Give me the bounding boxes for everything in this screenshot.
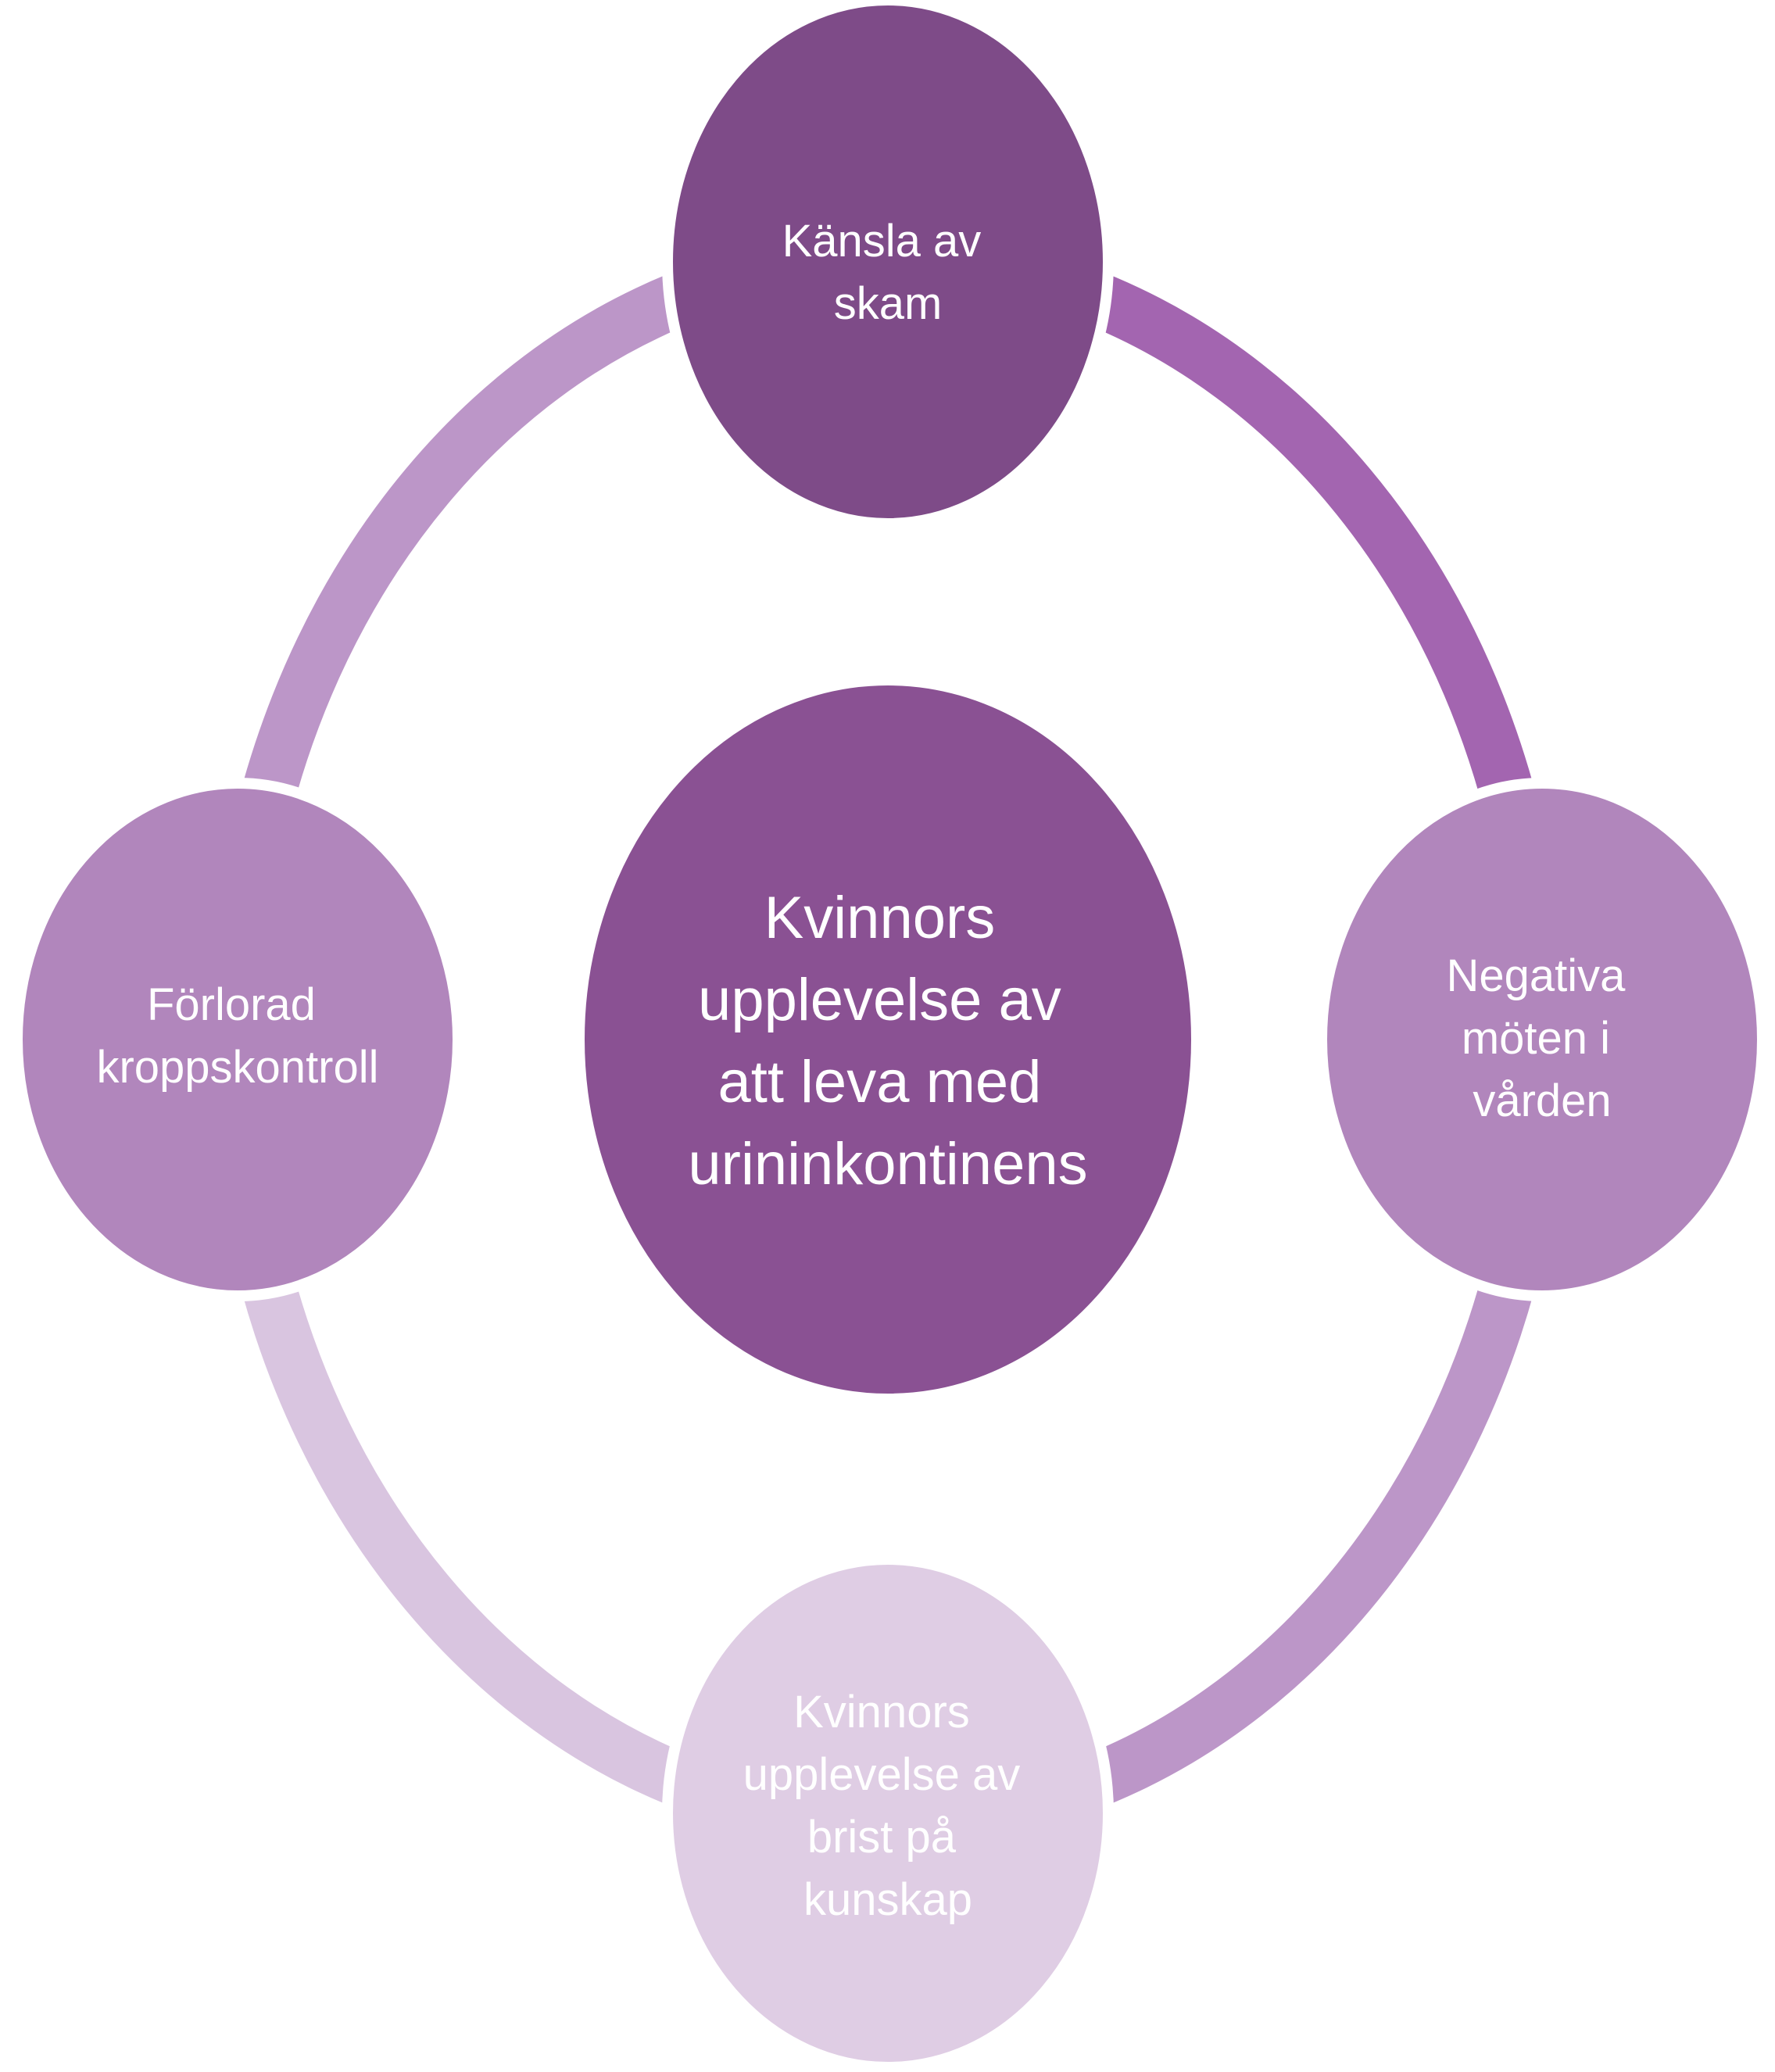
node-top: Känsla av skam [662,0,1114,529]
node-bottom-label-line: kunskap [803,1874,972,1925]
node-bottom-label-line: Kvinnors [793,1687,970,1737]
center-label-line: upplevelse av [698,967,1061,1033]
center-label-line: urininkontinens [688,1131,1087,1197]
node-left-label-line: kroppskontroll [96,1042,378,1093]
node-left: Förlorad kroppskontroll [12,778,463,1301]
node-right: Negativa möten i vården [1316,778,1768,1301]
node-bottom: Kvinnors upplevelse av brist på kunskap [662,1554,1114,2072]
node-bottom-label: Kvinnors upplevelse av brist på kunskap [743,1687,1033,1925]
center-label: Kvinnors upplevelse av att leva med urin… [688,885,1087,1197]
node-right-label-line: vården [1473,1075,1611,1126]
node-bottom-label-line: upplevelse av [743,1749,1021,1800]
center-node: Kvinnors upplevelse av att leva med urin… [574,675,1202,1405]
node-top-label-line: skam [834,278,943,329]
node-right-label-line: möten i [1462,1013,1610,1064]
center-label-line: att leva med [718,1049,1041,1115]
node-left-label-line: Förlorad [147,979,316,1030]
node-top-label-line: Känsla av [782,216,982,267]
node-right-label-line: Negativa [1446,950,1626,1001]
node-left-label: Förlorad kroppskontroll [96,979,378,1093]
node-bottom-label-line: brist på [807,1812,957,1863]
node-right-label: Negativa möten i vården [1446,950,1637,1126]
center-label-line: Kvinnors [764,885,996,951]
node-top-label: Känsla av skam [782,216,994,329]
